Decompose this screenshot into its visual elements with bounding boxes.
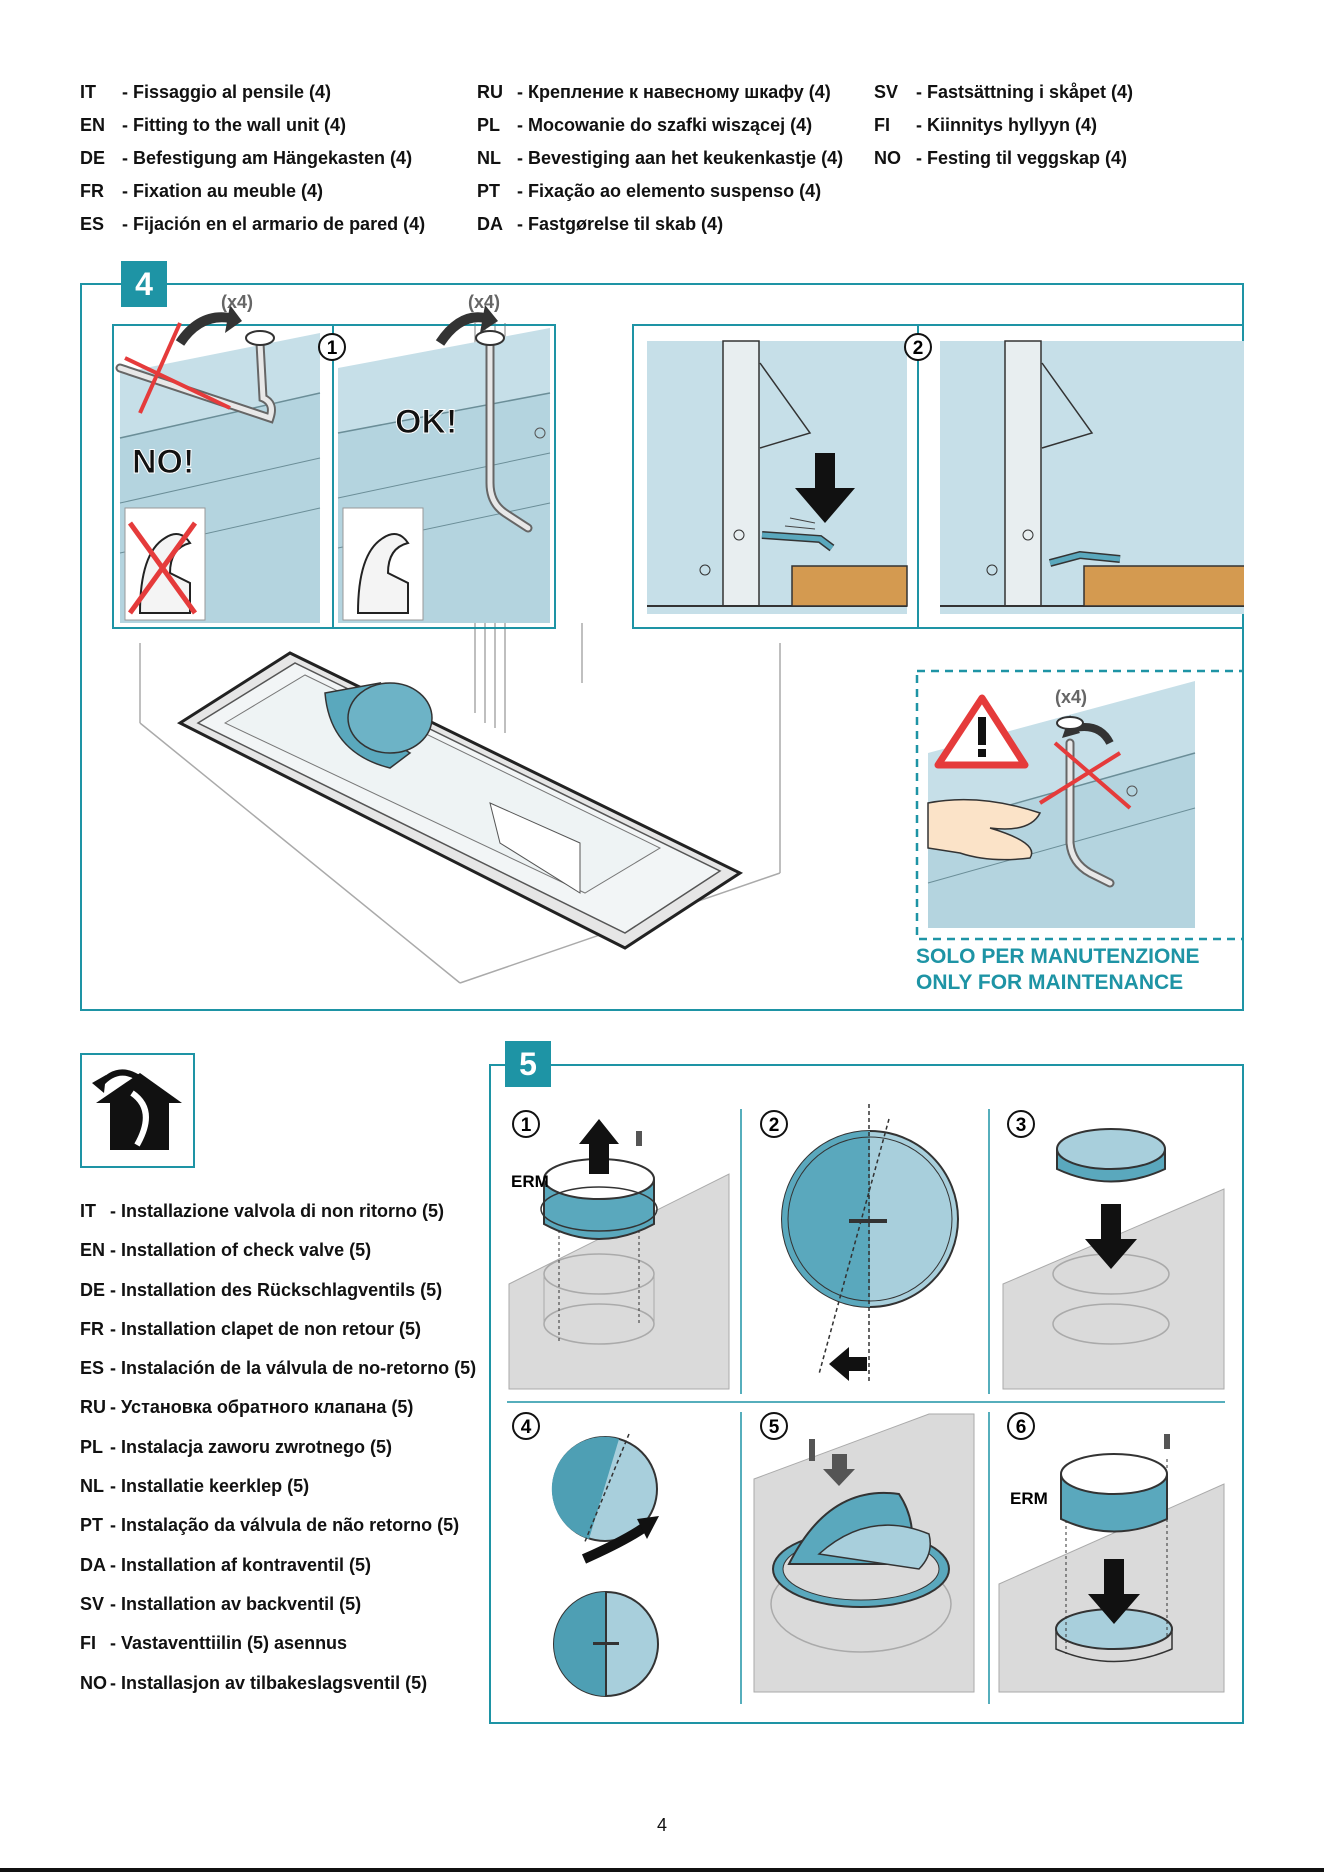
lang-row: FI- Kiinnitys hyllyyn (4) xyxy=(874,115,1098,135)
erm-label-6: ERM xyxy=(1010,1489,1048,1508)
fig5-callout-3: 3 xyxy=(1016,1115,1027,1136)
erm-label-1: ERM xyxy=(511,1172,549,1191)
panel2-frame xyxy=(632,324,1244,629)
house-icon-box xyxy=(80,1053,195,1168)
lang-row: EN- Installation of check valve (5) xyxy=(80,1240,372,1261)
lang-row: NL- Bevestiging aan het keukenkastje (4) xyxy=(477,148,844,168)
maintenance-note: SOLO PER MANUTENZIONE ONLY FOR MAINTENAN… xyxy=(916,944,1200,996)
fig5-callout-5: 5 xyxy=(769,1417,780,1438)
fig5-callout-3-circle xyxy=(1007,1110,1035,1138)
fig5-step2-scene xyxy=(781,1104,959,1384)
fig5-callout-1-circle xyxy=(512,1110,540,1138)
lang-row: IT- Installazione valvola di non ritorno… xyxy=(80,1201,445,1221)
page-number: 4 xyxy=(656,1815,667,1835)
fig5-step3-scene xyxy=(1002,1128,1225,1390)
callout-1: 1 xyxy=(327,338,338,359)
maintenance-scene: (x4) xyxy=(927,681,1196,928)
lang-row: PL- Instalacja zaworu zwrotnego (5) xyxy=(80,1436,393,1457)
lang-row: NO- Festing til veggskap (4) xyxy=(874,148,1128,168)
section5-langs: IT- Installazione valvola di non ritorno… xyxy=(80,1192,476,1703)
lang-row: PT- Fixação ao elemento suspenso (4) xyxy=(477,181,822,201)
section4-illustration: (x4) NO! (x4) OK! 1 xyxy=(112,292,1244,984)
section4-langs-col1: IT- Fissaggio al pensile (4) EN- Fitting… xyxy=(80,76,425,241)
fig5-callout-4: 4 xyxy=(521,1417,532,1438)
lang-row: FI- Vastaventtiilin (5) asennus xyxy=(80,1633,348,1654)
section4-frame xyxy=(80,283,1244,1011)
callout-2: 2 xyxy=(913,338,924,359)
lang-row: FR- Installation clapet de non retour (5… xyxy=(80,1318,422,1339)
lang-row: DE- Befestigung am Hängekasten (4) xyxy=(80,148,413,168)
fig5-callout-4-circle xyxy=(512,1412,540,1440)
lang-row: RU- Крепление к навесному шкафу (4) xyxy=(477,82,831,102)
lang-row: PL- Mocowanie do szafki wiszącej (4) xyxy=(477,115,813,135)
section5-frame xyxy=(489,1064,1244,1724)
maintenance-dashed-frame xyxy=(915,669,1244,941)
panel2-right-scene xyxy=(940,340,1244,614)
lang-row: EN- Fitting to the wall unit (4) xyxy=(80,115,346,135)
fig5-callout-1: 1 xyxy=(521,1115,532,1136)
section4-langs-col3: SV- Fastsättning i skåpet (4) FI- Kiinni… xyxy=(874,76,1133,175)
section4-langs-col2: RU- Крепление к навесному шкафу (4) PL- … xyxy=(477,76,843,241)
panel1-no-scene: (x4) NO! xyxy=(115,292,321,623)
fig5-callout-6: 6 xyxy=(1016,1417,1027,1438)
lang-row: RU- Установка обратного клапана (5) xyxy=(80,1397,414,1418)
exhaust-house-icon xyxy=(92,1069,182,1150)
fig5-callout-2-circle xyxy=(760,1110,788,1138)
fig5-callout-6-circle xyxy=(1007,1412,1035,1440)
x4-label-ok: (x4) xyxy=(468,292,500,312)
x4-label-maint: (x4) xyxy=(1055,687,1087,707)
lang-row: PT- Instalação da válvula de não retorno… xyxy=(80,1515,460,1536)
callout-1-circle xyxy=(318,333,346,361)
lang-row: DA- Installation af kontraventil (5) xyxy=(80,1554,372,1575)
panel2-left-scene xyxy=(647,340,908,614)
lang-row: SV- Installation av backventil (5) xyxy=(80,1593,362,1614)
x4-label-no: (x4) xyxy=(221,292,253,312)
lang-row: SV- Fastsättning i skåpet (4) xyxy=(874,82,1134,102)
panel1-ok-scene: (x4) OK! xyxy=(337,292,551,623)
lang-row: IT- Fissaggio al pensile (4) xyxy=(80,82,332,102)
lang-row: ES- Instalación de la válvula de no-reto… xyxy=(80,1358,477,1379)
step4-badge: 4 xyxy=(121,261,167,307)
no-label: NO! xyxy=(132,443,194,481)
maintenance-line2: ONLY FOR MAINTENANCE xyxy=(916,971,1184,994)
lang-row: DE- Installation des Rückschlagventils (… xyxy=(80,1279,443,1300)
lang-row: FR- Fixation au meuble (4) xyxy=(80,181,324,201)
fig5-callout-2: 2 xyxy=(769,1115,780,1136)
ok-label: OK! xyxy=(395,403,457,441)
step5-badge: 5 xyxy=(505,1041,551,1087)
callout-2-circle xyxy=(904,333,932,361)
fig5-step6-scene: ERM xyxy=(998,1434,1225,1693)
fig5-callout-5-circle xyxy=(760,1412,788,1440)
lang-row: NL- Installatie keerklep (5) xyxy=(80,1476,310,1497)
footer-line xyxy=(0,1868,1324,1872)
hood-body xyxy=(176,651,744,950)
fig5-step5-scene xyxy=(753,1413,975,1693)
maintenance-line1: SOLO PER MANUTENZIONE xyxy=(916,945,1200,968)
fig5-step4-scene xyxy=(551,1433,659,1697)
lang-row: DA- Fastgørelse til skab (4) xyxy=(477,214,724,234)
section5-illustration: ERM 1 2 3 4 xyxy=(507,1104,1225,1704)
fig5-step1-scene: ERM xyxy=(508,1119,730,1390)
lang-row: ES- Fijación en el armario de pared (4) xyxy=(80,214,426,234)
lang-row: NO- Installasjon av tilbakeslagsventil (… xyxy=(80,1672,428,1693)
